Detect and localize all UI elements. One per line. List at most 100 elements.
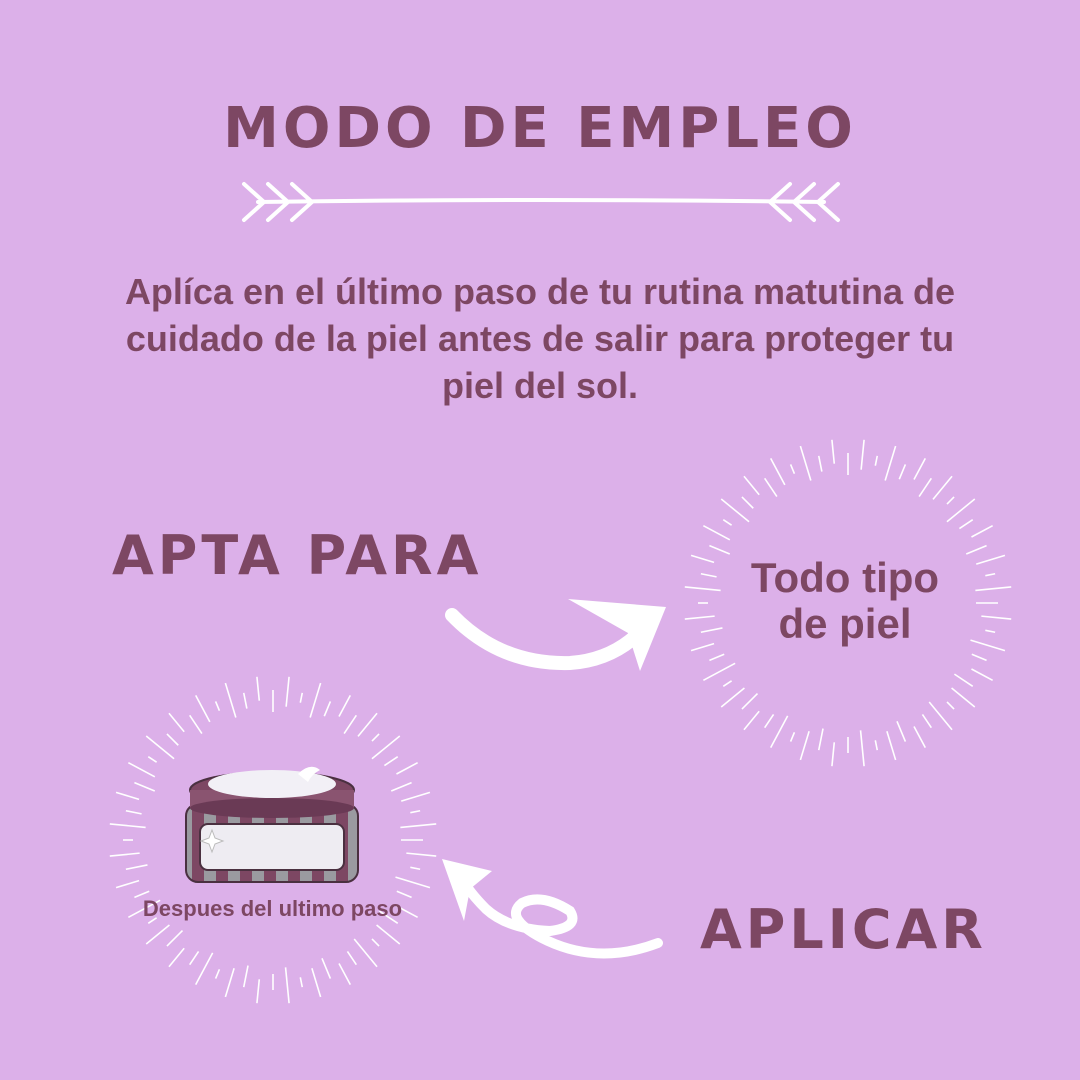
sunburst-ray [743, 475, 760, 496]
sunburst-ray [309, 682, 322, 718]
sunburst-ray [913, 457, 927, 480]
sunburst-ray [831, 439, 836, 464]
sunburst-ray [741, 496, 754, 509]
sunburst-ray [134, 890, 150, 899]
sunburst-ray [378, 910, 399, 925]
cream-jar-icon [185, 766, 359, 883]
sunburst-ray [722, 680, 733, 688]
sunburst-ray [321, 957, 332, 979]
sunburst-ray [981, 615, 1012, 620]
sunburst-ray [400, 791, 431, 802]
sunburst-ray [256, 676, 261, 701]
sunburst-ray [741, 692, 759, 710]
loop-arrow-icon [442, 859, 663, 959]
sunburst-ray [884, 445, 897, 481]
sunburst-ray [357, 712, 378, 737]
sunburst-ray [338, 694, 352, 717]
sunburst-ray [720, 498, 750, 523]
sunburst-ray [168, 947, 185, 968]
sunburst-ray [975, 586, 1012, 592]
sunburst-icon [109, 676, 437, 1004]
sunburst-ray [115, 879, 140, 889]
sunburst-ray [720, 687, 745, 708]
sunburst-ray [951, 687, 976, 708]
sunburst-ray [921, 713, 933, 729]
sunburst-ray [831, 742, 836, 767]
skin-type-line: de piel [778, 600, 912, 647]
skin-type-value: Todo tipo de piel [700, 555, 990, 647]
sunburst-ray [913, 726, 927, 749]
sunburst-ray [284, 967, 290, 1004]
sunburst-ray [690, 642, 715, 652]
sunburst-ray [224, 967, 235, 998]
sunburst-ray [684, 586, 721, 592]
sunburst-ray [874, 740, 879, 751]
sunburst-ray [147, 755, 158, 763]
sunburst-ray [395, 876, 431, 889]
sunburst-ray [769, 715, 789, 749]
sunburst-ray [109, 823, 146, 829]
sunburst-ray [371, 735, 401, 760]
sunburst-ray [400, 823, 437, 829]
sunburst-ray [709, 544, 731, 555]
sunburst-ray [896, 720, 907, 742]
sunburst-ray [115, 791, 140, 801]
sunburst-ray [371, 938, 380, 947]
sunburst-ray [242, 965, 249, 988]
sunburst-ray [769, 457, 786, 486]
sunburst-ray [789, 464, 796, 474]
sunburst-ray [371, 733, 380, 742]
sunburst-ray [145, 735, 175, 760]
description-line: Aplíca en el último paso de tu rutina ma… [124, 271, 956, 312]
sunburst-ray [127, 761, 156, 778]
sunburst-ray [709, 653, 725, 662]
sunburst-ray [958, 518, 974, 530]
sunburst-ray [970, 639, 1006, 652]
sunburst-ray [722, 518, 733, 526]
apply-caption: Despues del ultimo paso [142, 896, 403, 921]
sunburst-ray [242, 692, 248, 709]
sunburst-ray [763, 477, 778, 498]
sunburst-ray [145, 924, 170, 945]
sunburst-ray [971, 668, 994, 682]
sunburst-ray [109, 852, 140, 857]
sunburst-ray [971, 524, 994, 538]
sunburst-ray [166, 929, 184, 947]
sunburst-ray [299, 692, 304, 703]
sunburst-ray [125, 864, 148, 871]
sunburst-ray [898, 464, 907, 480]
sunburst-ray [946, 496, 955, 505]
usage-description: Aplíca en el último paso de tu rutina ma… [60, 268, 1020, 409]
sunburst-ray [125, 809, 142, 815]
sunburst-ray [985, 629, 996, 634]
sunburst-ray [188, 714, 203, 735]
sunburst-ray [188, 950, 200, 966]
sunburst-ray [346, 950, 358, 966]
sunburst-ray [799, 445, 812, 481]
sunburst-ray [127, 899, 161, 919]
apta-para-label: APTA PARA [112, 524, 483, 587]
sunburst-ray [700, 627, 723, 634]
description-line: piel del sol. [441, 365, 639, 406]
skin-type-line: Todo tipo [750, 554, 940, 601]
sunburst-ray [406, 852, 437, 857]
sunburst-ray [396, 890, 412, 899]
sunburst-ray [194, 694, 211, 723]
sunburst-ray [299, 977, 304, 988]
sunburst-ray [343, 714, 358, 735]
sunburst-ray [975, 554, 1006, 565]
sunburst-ray [410, 809, 421, 814]
curved-arrow-icon [445, 599, 666, 671]
sunburst-ray [410, 866, 421, 871]
sunburst-ray [928, 701, 953, 731]
sunburst-ray [338, 963, 352, 986]
sunburst-ray [256, 979, 261, 1004]
double-arrow-divider-icon [242, 182, 840, 222]
sunburst-ray [224, 682, 237, 718]
sunburst-ray [860, 439, 865, 470]
sunburst-ray [702, 524, 731, 541]
sunburst-ray [886, 730, 897, 761]
description-line: cuidado de la piel antes de salir para p… [125, 318, 955, 359]
sunburst-ray [147, 917, 158, 925]
sunburst-ray [702, 662, 736, 682]
